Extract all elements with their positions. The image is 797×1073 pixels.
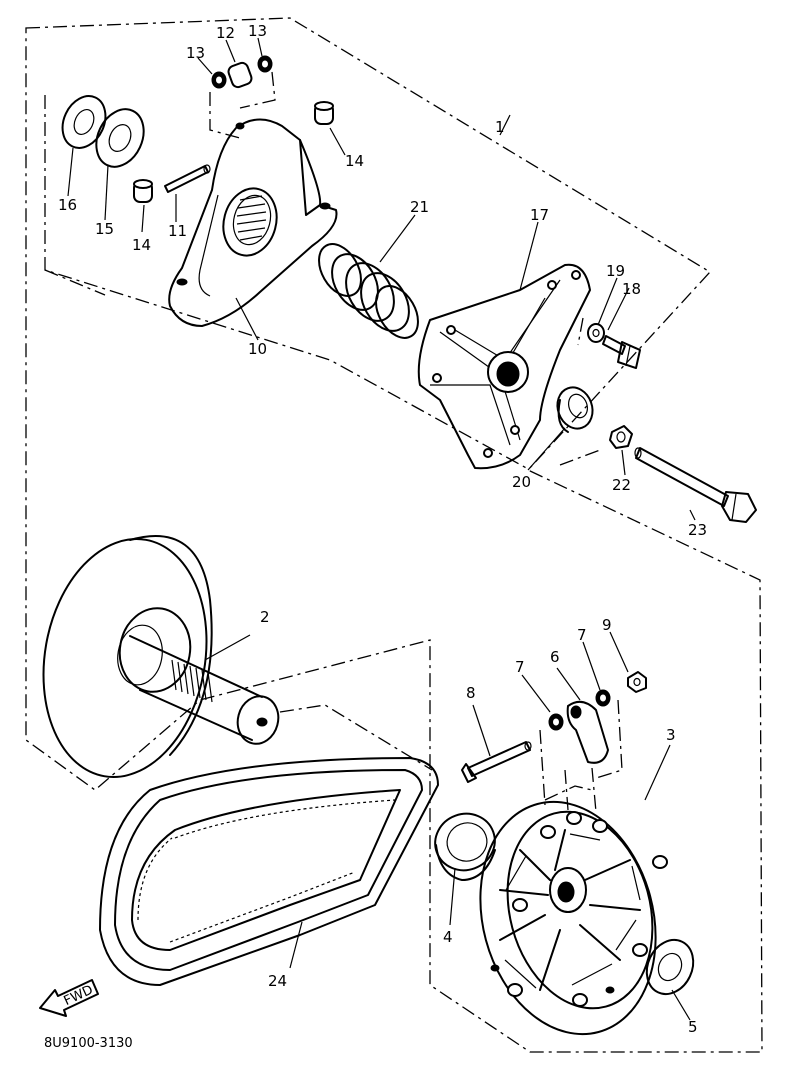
- callout-12: 12: [216, 24, 235, 42]
- part-18-bolt: [602, 335, 641, 369]
- callout-18: 18: [622, 280, 641, 298]
- forward-direction-arrow: FWD: [39, 979, 99, 1017]
- spider-thread-hatching: [236, 195, 267, 241]
- shaft-thread-hatching: [171, 659, 213, 703]
- callout-24: 24: [268, 972, 287, 990]
- part-12-roller: [227, 61, 253, 89]
- assembly-boundary-outline: [25, 17, 763, 1053]
- part-13-washer-right: [257, 55, 273, 73]
- belt-cog-teeth: [137, 799, 396, 943]
- callout-17: 17: [530, 206, 549, 224]
- callout-14-left: 14: [132, 236, 151, 254]
- fwd-arrow-label: FWD: [62, 983, 96, 1009]
- weight-bosses: [490, 811, 668, 1007]
- part-20-bushing: [556, 386, 594, 433]
- part-13-washer-left: [211, 71, 227, 89]
- callout-8: 8: [466, 684, 476, 702]
- callout-9: 9: [602, 616, 612, 634]
- part-8-bolt: [461, 741, 532, 783]
- part-14-cap-right: [314, 101, 334, 125]
- part-21-spring: [318, 243, 419, 339]
- part-6-weight: [566, 700, 609, 764]
- callout-13-right: 13: [248, 22, 267, 40]
- callout-19: 19: [606, 262, 625, 280]
- callout-5: 5: [688, 1018, 698, 1036]
- drawing-code: 8U9100-3130: [44, 1036, 133, 1051]
- part-7-collar-left: [548, 713, 564, 731]
- part-16-washer: [61, 95, 107, 149]
- part-2-fixed-sheave: [42, 535, 433, 778]
- part-19-washer: [587, 323, 605, 343]
- part-4-bushing: [434, 812, 496, 881]
- part-24-drive-belt: [99, 757, 439, 986]
- callout-3: 3: [666, 726, 676, 744]
- callout-23: 23: [688, 521, 707, 539]
- callout-leader-lines: [67, 37, 696, 1021]
- callout-2: 2: [260, 608, 270, 626]
- sheave-ribs: [499, 829, 641, 991]
- callout-1: 1: [495, 118, 505, 136]
- part-9-nut: [627, 671, 647, 693]
- callout-15: 15: [95, 220, 114, 238]
- part-23-long-bolt: [634, 447, 757, 523]
- weight-assembly-guide-lines: [539, 699, 623, 813]
- part-14-cap-left: [133, 179, 153, 203]
- part-15-washer: [95, 108, 145, 168]
- part-10-spider: [168, 118, 338, 327]
- part-17-cover-plate: [417, 263, 591, 470]
- callout-labels: 1 2 3 4 5 6 7 7 8 9 10 11 12 13 13 14 14…: [58, 22, 707, 1036]
- part-22-nut: [609, 425, 633, 449]
- part-5-washer: [645, 938, 695, 996]
- callout-11: 11: [168, 222, 187, 240]
- callout-14-right: 14: [345, 152, 364, 170]
- callout-7-left: 7: [515, 658, 525, 676]
- callout-20: 20: [512, 473, 531, 491]
- part-7-collar-right: [595, 689, 611, 707]
- callout-7-right: 7: [577, 626, 587, 644]
- part-3-movable-sheave: [479, 800, 668, 1036]
- callout-13-left: 13: [186, 44, 205, 62]
- callout-21: 21: [410, 198, 429, 216]
- callout-22: 22: [612, 476, 631, 494]
- callout-4: 4: [443, 928, 453, 946]
- callout-10: 10: [248, 340, 267, 358]
- part-11-pin: [164, 164, 211, 193]
- callout-6: 6: [550, 648, 560, 666]
- callout-16: 16: [58, 196, 77, 214]
